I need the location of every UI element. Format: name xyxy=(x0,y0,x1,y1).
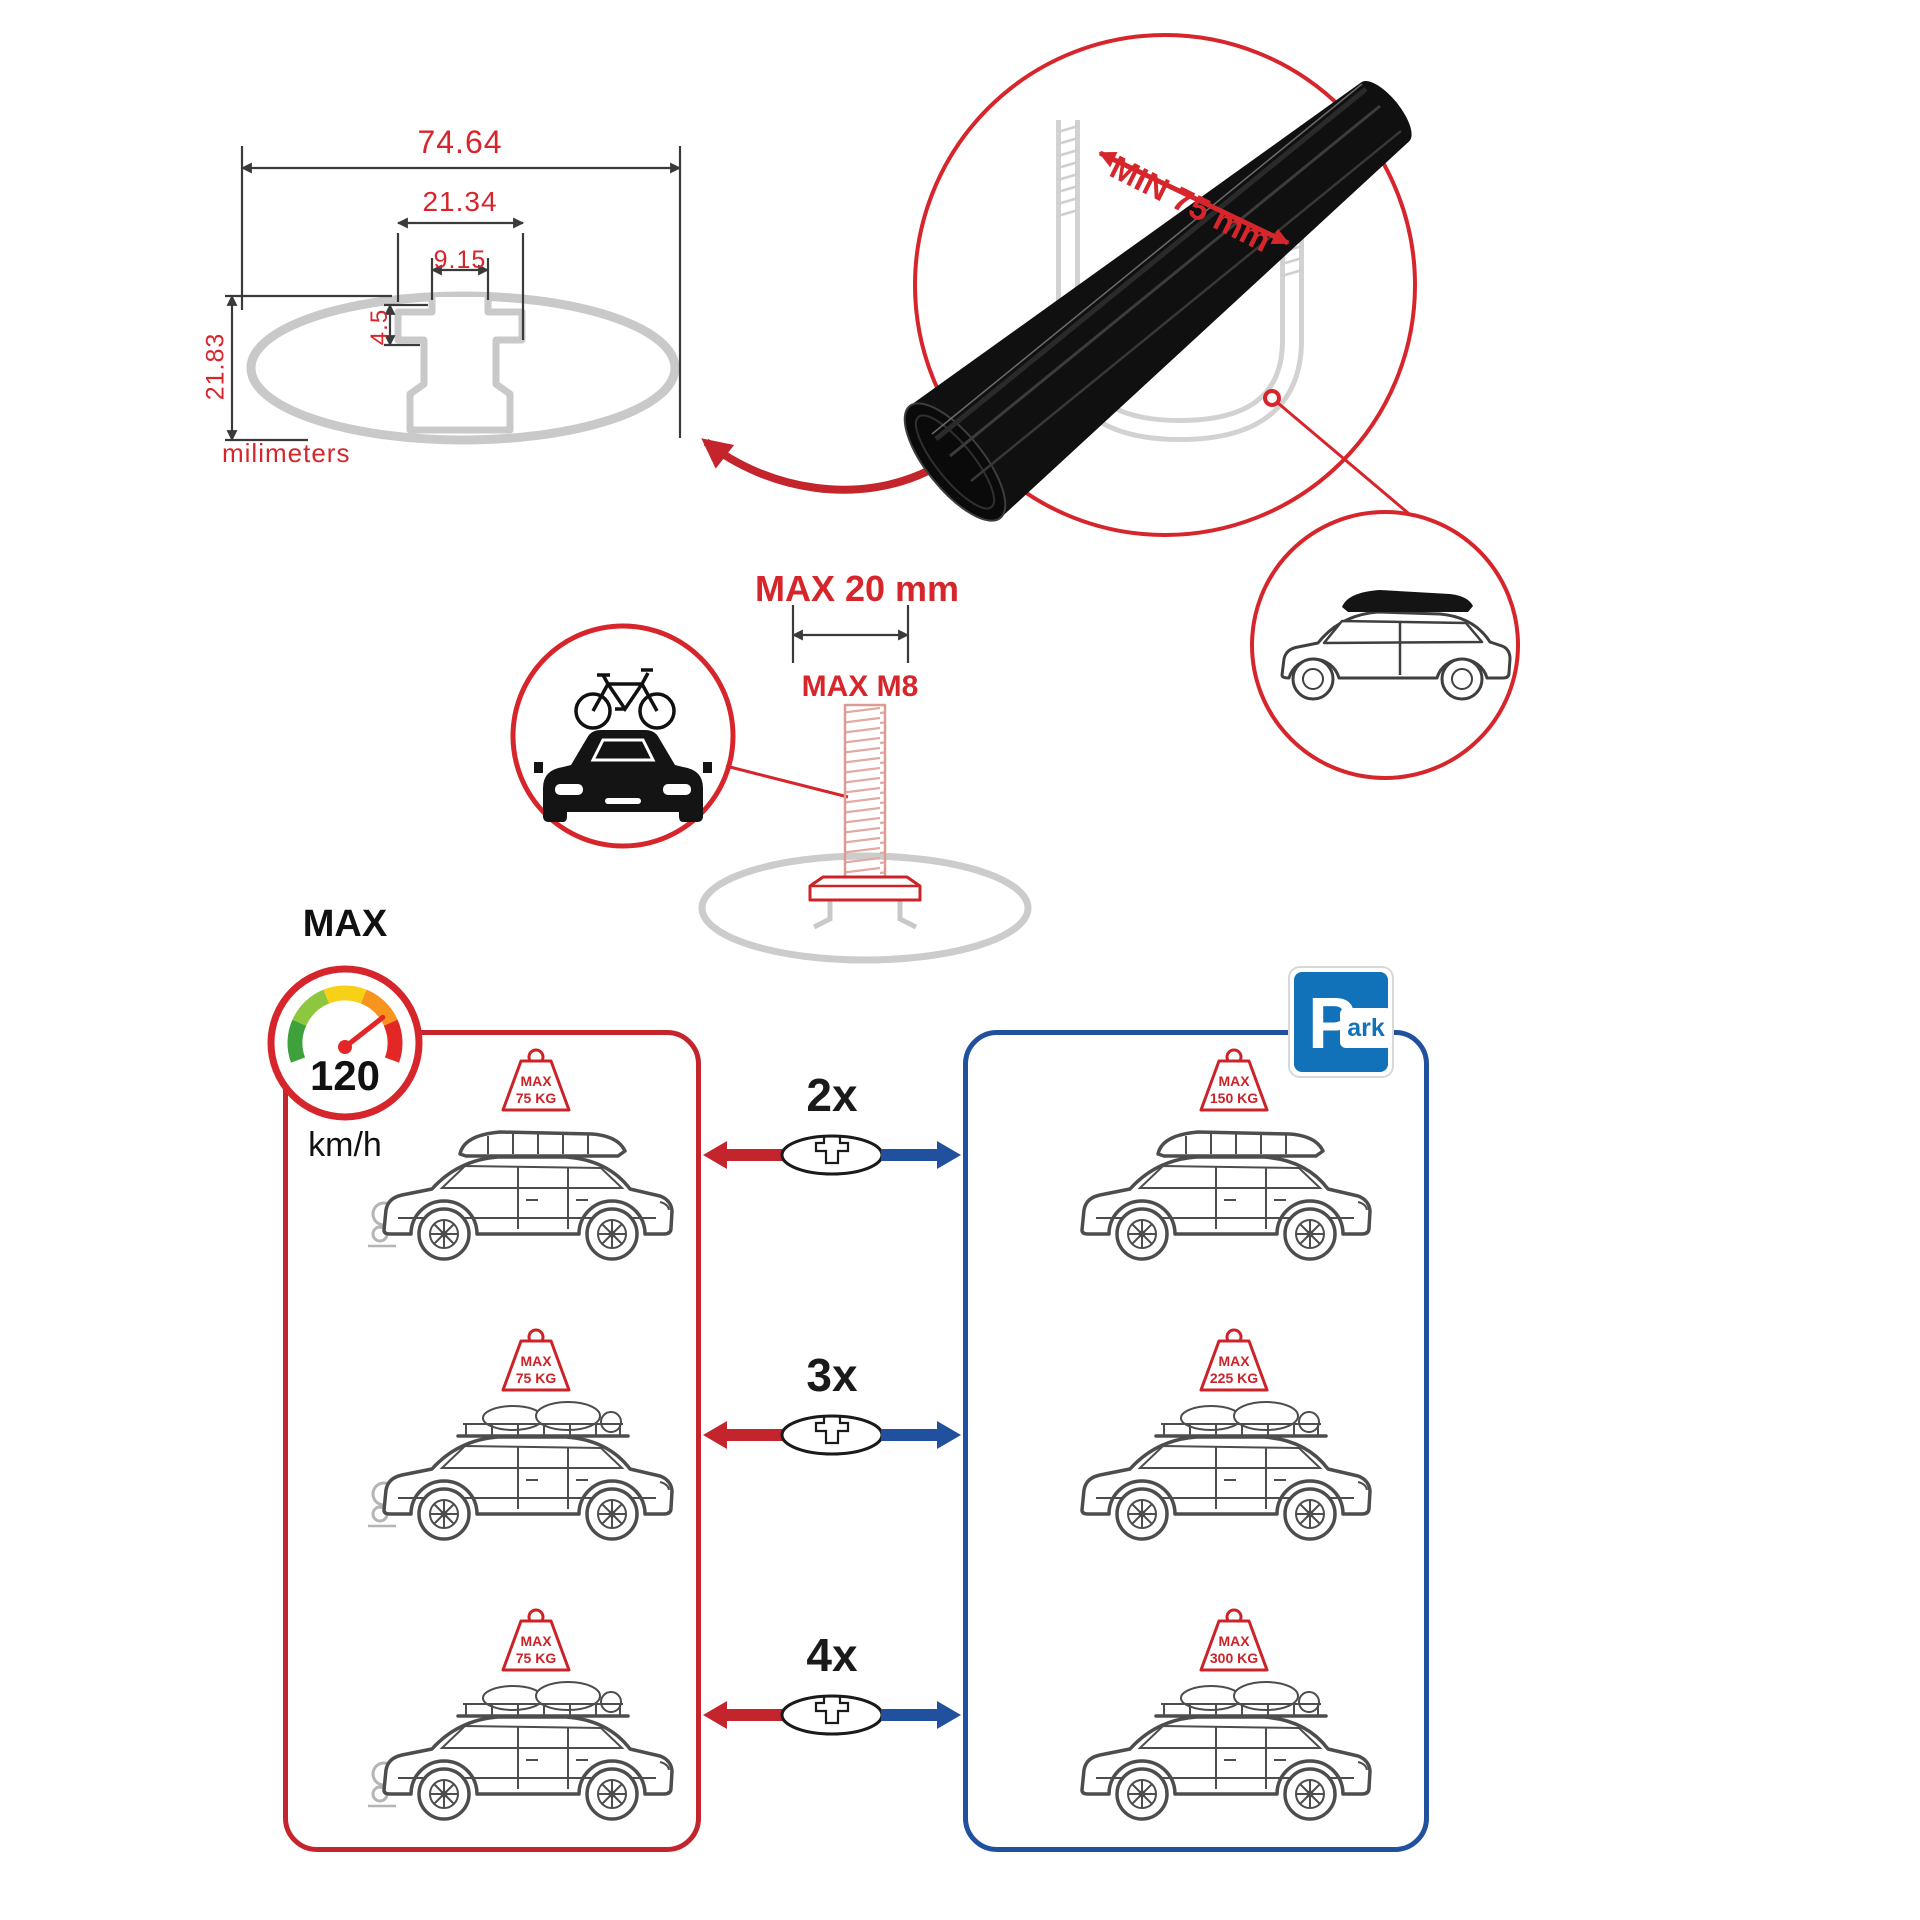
right-arrow-shaft xyxy=(881,1709,939,1721)
gauge-arc xyxy=(287,985,403,1063)
left-arrow xyxy=(703,1141,727,1169)
wheel xyxy=(1115,1767,1169,1821)
right-arrow-shaft xyxy=(881,1149,939,1161)
car-driving-basket: MAX 75 KG xyxy=(364,1606,688,1841)
multiplier-count-3x: 3x xyxy=(806,1349,858,1401)
car-driving-basket: MAX 75 KG xyxy=(364,1326,688,1561)
suv-with-roof-box xyxy=(1280,590,1512,701)
channel-walls xyxy=(812,900,918,930)
dim-profile-height: 21.83 xyxy=(201,332,230,401)
car-parked-roofbox: MAX 150 KG xyxy=(1066,1046,1386,1281)
wheel xyxy=(417,1487,471,1541)
parking-suffix-chip: ark xyxy=(1340,1008,1392,1048)
roof-basket xyxy=(1154,1680,1328,1718)
gauge-hub xyxy=(338,1040,352,1054)
dim-total-width: 74.64 xyxy=(417,124,503,160)
car-parked-basket: MAX 300 KG xyxy=(1066,1606,1386,1841)
speed-gauge-value: 120 xyxy=(309,1052,381,1099)
right-arrow xyxy=(937,1141,961,1169)
speed-gauge-title: MAX xyxy=(302,903,388,945)
roof-box xyxy=(1156,1130,1325,1158)
roof-basket xyxy=(456,1400,630,1438)
car-parked-basket: MAX 225 KG xyxy=(1066,1326,1386,1561)
wheel xyxy=(417,1207,471,1261)
dim-channel-depth: 4.5 xyxy=(366,308,393,346)
crossbar-detail-circle xyxy=(903,33,1520,780)
leader-dot xyxy=(1263,389,1281,407)
car-driving-roofbox: MAX 75 KG xyxy=(364,1046,688,1281)
car-front-silhouette xyxy=(534,730,712,822)
right-arrow xyxy=(937,1701,961,1729)
load-value: 300 KG xyxy=(1210,1650,1258,1666)
left-arrow-shaft xyxy=(725,1149,783,1161)
bolt-max-width-label: MAX 20 mm xyxy=(754,568,960,609)
dim-channel-outer-width: 21.34 xyxy=(422,186,498,217)
load-value: 225 KG xyxy=(1210,1370,1258,1386)
bike-on-car-circle xyxy=(510,623,736,849)
wheel xyxy=(1283,1207,1337,1261)
roof-box xyxy=(458,1130,627,1158)
right-arrow-shaft xyxy=(881,1429,939,1441)
load-max-label: MAX xyxy=(520,1633,552,1649)
left-arrow-shaft xyxy=(725,1709,783,1721)
left-arrow xyxy=(703,1421,727,1449)
wheel xyxy=(1283,1487,1337,1541)
crossbar-count-row xyxy=(703,1134,961,1176)
threaded-bolt xyxy=(843,703,887,879)
bolt-dimension-lines xyxy=(791,605,910,663)
wheel xyxy=(585,1207,639,1261)
left-arrow-shaft xyxy=(725,1429,783,1441)
wheel xyxy=(1115,1207,1169,1261)
bar-profile-outline xyxy=(246,291,680,445)
roof-basket xyxy=(1154,1400,1328,1438)
parking-sign-blue-square: P ark xyxy=(1294,972,1392,1072)
load-value: 75 KG xyxy=(516,1370,557,1386)
multiplier-count-2x: 2x xyxy=(806,1069,858,1121)
crossbar-section-icon xyxy=(780,1414,884,1456)
bolt-max-thread-label: MAX M8 xyxy=(801,670,919,703)
dim-channel-opening-width: 9.15 xyxy=(433,246,487,274)
mounting-bolt-diagram xyxy=(698,605,1032,964)
load-max-label: MAX xyxy=(1218,1353,1250,1369)
load-max-label: MAX xyxy=(520,1353,552,1369)
wheel xyxy=(1283,1767,1337,1821)
wheel xyxy=(585,1487,639,1541)
gauge-needle xyxy=(342,1014,386,1050)
right-arrow xyxy=(937,1421,961,1449)
crossbar-count-row xyxy=(703,1694,961,1736)
load-max-label: MAX xyxy=(520,1073,552,1089)
parking-suffix: ark xyxy=(1347,1013,1385,1042)
left-arrow xyxy=(703,1701,727,1729)
t-slot-channel-profile xyxy=(394,297,526,434)
parking-sign: P ark xyxy=(1288,966,1394,1078)
load-max-label: MAX xyxy=(1218,1073,1250,1089)
crossbar-section-icon xyxy=(780,1134,884,1176)
wheel xyxy=(1115,1487,1169,1541)
roof-basket xyxy=(456,1680,630,1718)
load-value: 75 KG xyxy=(516,1650,557,1666)
dimension-lines xyxy=(225,146,682,442)
leader-line xyxy=(725,764,849,799)
min-span-arrow xyxy=(1098,150,1290,246)
roof-box-silhouette xyxy=(1342,590,1473,612)
multiplier-count-4x: 4x xyxy=(806,1629,858,1681)
load-max-label: MAX xyxy=(1218,1633,1250,1649)
load-value: 75 KG xyxy=(516,1090,557,1106)
cross-section-dimension-diagram xyxy=(225,146,682,445)
wheel xyxy=(417,1767,471,1821)
crossbar-count-row xyxy=(703,1414,961,1456)
t-slot-nut xyxy=(808,875,922,902)
wheel xyxy=(585,1767,639,1821)
bicycle-icon xyxy=(574,668,676,730)
speed-gauge-unit: km/h xyxy=(308,1126,382,1164)
dim-unit-label: milimeters xyxy=(222,438,351,468)
max-speed-gauge xyxy=(267,965,423,1121)
crossbar-section-icon xyxy=(780,1694,884,1736)
load-value: 150 KG xyxy=(1210,1090,1258,1106)
